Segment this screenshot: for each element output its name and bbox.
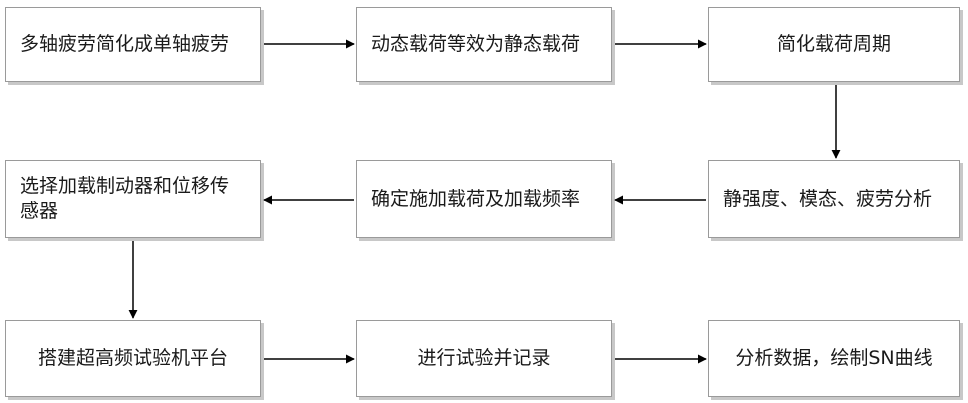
flowchart-canvas: 多轴疲劳简化成单轴疲劳 动态载荷等效为静态载荷 简化载荷周期 选择加载制动器和位… [0,0,968,403]
connector-layer [0,0,968,403]
